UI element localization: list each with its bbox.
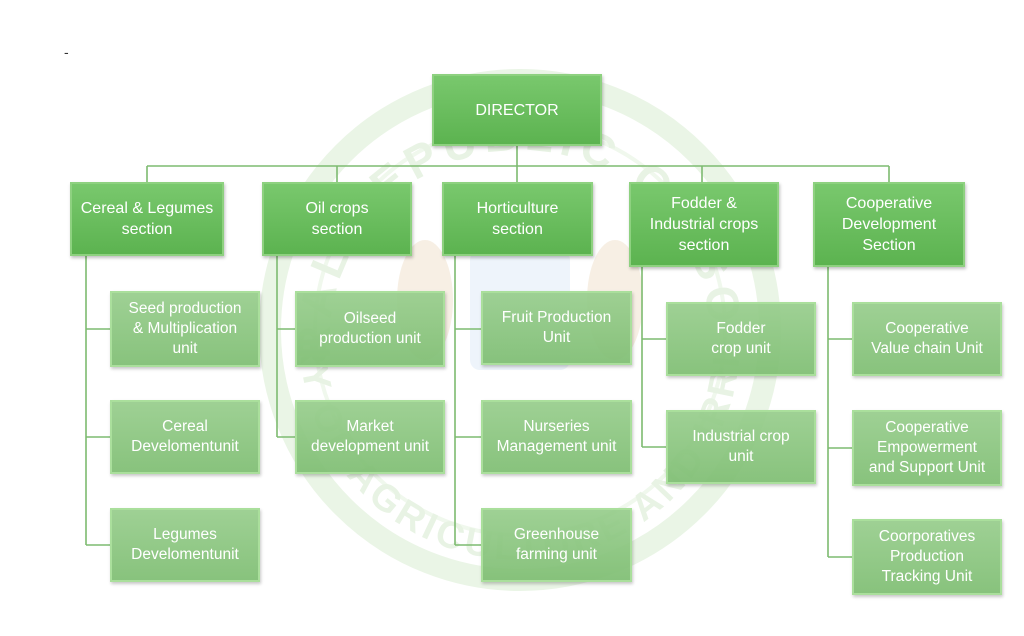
section-horticulture: Horticulture section bbox=[442, 182, 593, 256]
unit-cereal-development: Cereal Develomentunit bbox=[110, 400, 260, 474]
page-marker: - bbox=[64, 44, 69, 60]
unit-cooperative-empowerment: Cooperative Empowerment and Support Unit bbox=[852, 410, 1002, 486]
section-cooperative-development: Cooperative Development Section bbox=[813, 182, 965, 267]
unit-fodder-crop: Fodder crop unit bbox=[666, 302, 816, 376]
director-box: DIRECTOR bbox=[432, 74, 602, 146]
section-oil-crops: Oil crops section bbox=[262, 182, 412, 256]
unit-industrial-crop: Industrial crop unit bbox=[666, 410, 816, 484]
unit-cooperatives-production-tracking: Coorporatives Production Tracking Unit bbox=[852, 519, 1002, 595]
unit-cooperative-value-chain: Cooperative Value chain Unit bbox=[852, 302, 1002, 376]
unit-fruit-production: Fruit Production Unit bbox=[481, 291, 632, 365]
section-fodder-industrial: Fodder & Industrial crops section bbox=[629, 182, 779, 267]
section-cereal-legumes: Cereal & Legumes section bbox=[70, 182, 224, 256]
unit-greenhouse-farming: Greenhouse farming unit bbox=[481, 508, 632, 582]
unit-market-development: Market development unit bbox=[295, 400, 445, 474]
unit-oilseed-production: Oilseed production unit bbox=[295, 291, 445, 367]
unit-seed-production: Seed production & Multiplication unit bbox=[110, 291, 260, 367]
unit-nurseries-management: Nurseries Management unit bbox=[481, 400, 632, 474]
unit-legumes-development: Legumes Develomentunit bbox=[110, 508, 260, 582]
